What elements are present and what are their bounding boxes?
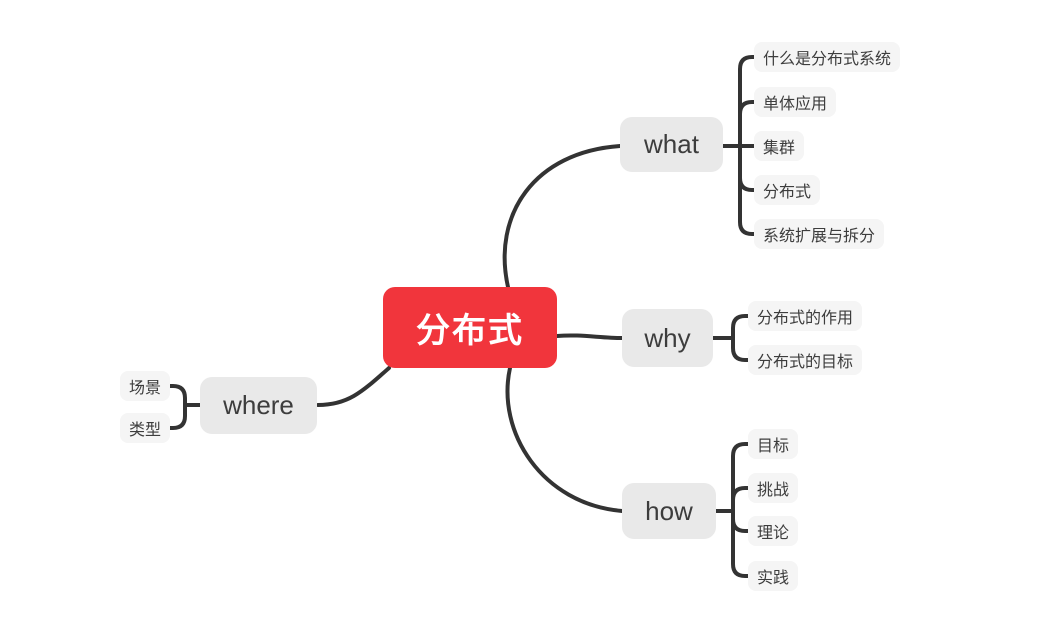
subtopic-how-2[interactable]: 挑战 [748, 473, 799, 503]
subtopic-what-3[interactable]: 集群 [754, 131, 805, 161]
subtopic-why-2[interactable]: 分布式的目标 [748, 345, 863, 375]
central-topic[interactable]: 分布式 [383, 287, 557, 368]
edge-where-child1 [168, 384, 187, 407]
subtopic-what-5[interactable]: 系统扩展与拆分 [754, 219, 885, 249]
subtopic-how-4[interactable]: 实践 [748, 561, 799, 591]
branch-why[interactable]: why [622, 309, 713, 367]
subtopic-why-1[interactable]: 分布式的作用 [748, 301, 863, 331]
edge-why-child2 [731, 336, 750, 362]
subtopic-what-4[interactable]: 分布式 [754, 175, 821, 205]
subtopic-how-3[interactable]: 理论 [748, 516, 799, 546]
edge-what-child5 [738, 144, 756, 236]
edge-where-child2 [168, 403, 187, 430]
edge-central-how [505, 366, 624, 513]
edge-central-why [555, 333, 624, 340]
edge-central-where [316, 366, 391, 407]
edge-why-child1 [731, 314, 750, 340]
subtopic-where-2[interactable]: 类型 [119, 413, 170, 443]
edge-how-child2 [731, 486, 750, 513]
subtopic-what-2[interactable]: 单体应用 [754, 87, 837, 117]
edge-how-child3 [731, 509, 750, 533]
edge-how-child1 [731, 442, 750, 513]
edge-what-child1 [738, 55, 756, 148]
edge-what-child4 [738, 144, 756, 192]
edge-how-child4 [731, 509, 750, 578]
branch-what[interactable]: what [620, 117, 723, 172]
subtopic-what-1[interactable]: 什么是分布式系统 [754, 42, 901, 72]
subtopic-how-1[interactable]: 目标 [748, 429, 799, 459]
edge-central-what [502, 144, 622, 289]
branch-how[interactable]: how [622, 483, 716, 539]
edge-what-child2 [738, 100, 756, 148]
branch-where[interactable]: where [200, 377, 317, 434]
subtopic-where-1[interactable]: 场景 [119, 371, 170, 401]
